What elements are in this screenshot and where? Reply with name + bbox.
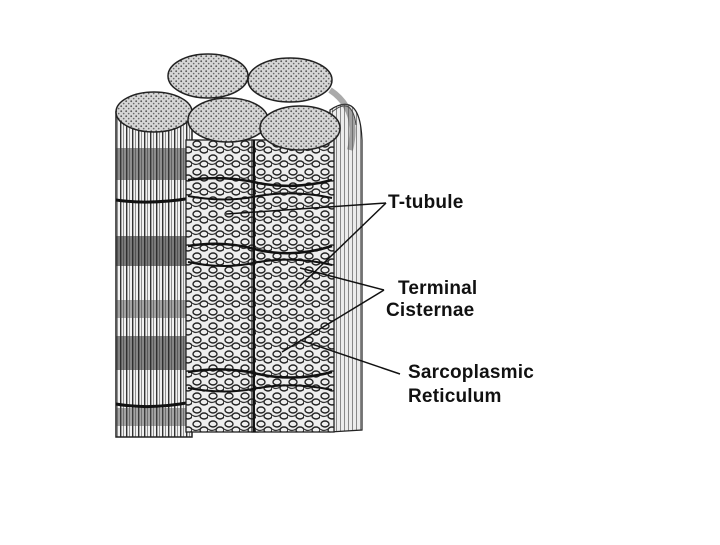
fiber-sheath bbox=[330, 104, 362, 432]
label-t-tubule: T-tubule bbox=[388, 192, 463, 214]
myofibril-middle bbox=[186, 140, 334, 432]
label-sarcoplasmic-reticulum-line1: Sarcoplasmic bbox=[408, 362, 534, 384]
label-terminal-cisternae-line1: Terminal bbox=[398, 278, 477, 300]
myofibril-left bbox=[116, 92, 192, 437]
label-sarcoplasmic-reticulum-line2: Reticulum bbox=[408, 386, 502, 408]
myofibril-caps bbox=[168, 54, 353, 150]
label-terminal-cisternae-line2: Cisternae bbox=[386, 300, 474, 322]
